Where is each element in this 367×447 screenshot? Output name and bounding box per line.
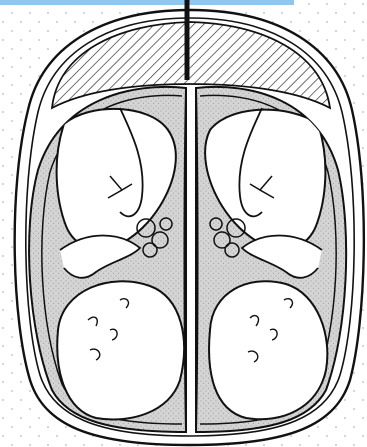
right-fetus-head [209, 281, 327, 419]
left-fetus-head [57, 281, 184, 419]
